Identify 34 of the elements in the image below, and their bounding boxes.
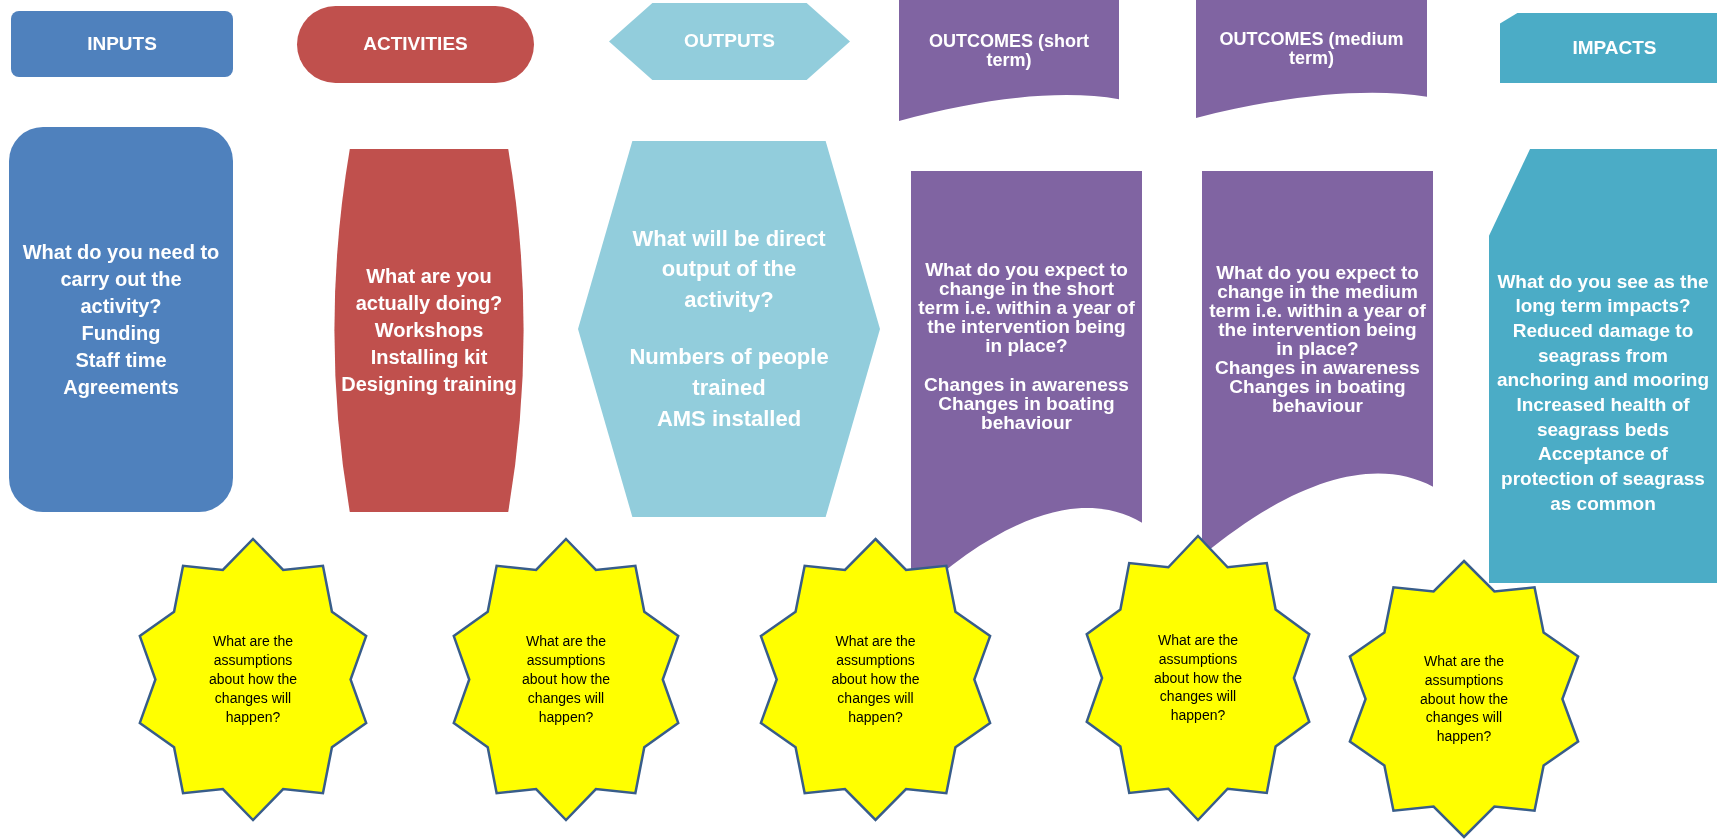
- column-heading: OUTCOMES (medium term): [1218, 30, 1405, 68]
- example-text: AMS installed: [656, 404, 802, 433]
- column-heading: INPUTS: [87, 33, 157, 55]
- example-text: Funding: [81, 320, 161, 346]
- column-heading: ACTIVITIES: [363, 34, 468, 55]
- example-text: Installing kit: [370, 345, 488, 370]
- example-text: Agreements: [63, 374, 179, 400]
- example-text: Reduced damage to seagrass from anchoring and mooring: [1495, 318, 1711, 393]
- example-text: Changes in awareness: [924, 374, 1129, 394]
- question-text: What are you actually doing?: [354, 264, 504, 316]
- example-text: Workshops: [374, 318, 484, 343]
- column-heading: OUTPUTS: [684, 31, 775, 52]
- question-text: What do you expect to change in the short term i.e. within a year of the intervention being in place?: [917, 259, 1136, 355]
- question-text: What do you see as the long term impacts?: [1496, 269, 1710, 319]
- assumption-text: What are the assumptions about how the changes will happen?: [1153, 630, 1243, 726]
- question-text: What do you expect to change in the medium term i.e. within a year of the intervention being in place?: [1208, 262, 1427, 358]
- assumption-text: What are the assumptions about how the changes will happen?: [830, 632, 921, 727]
- example-text: Increased health of seagrass beds: [1515, 393, 1691, 442]
- example-text: Designing training: [341, 372, 517, 397]
- column-heading: OUTCOMES (short term): [928, 31, 1090, 70]
- question-text: What will be direct output of the activity?: [631, 224, 827, 315]
- example-text: Changes in boating behaviour: [1229, 376, 1407, 415]
- example-text: Staff time: [75, 347, 167, 373]
- assumption-text: What are the assumptions about how the changes will happen?: [521, 632, 611, 727]
- assumption-text: What are the assumptions about how the changes will happen?: [1419, 651, 1509, 747]
- example-text: Acceptance of protection of seagrass as common: [1500, 442, 1706, 516]
- column-heading: IMPACTS: [1572, 37, 1657, 59]
- header-box: [11, 11, 233, 77]
- content-box: [9, 127, 233, 512]
- example-text: Numbers of people trained: [628, 343, 830, 402]
- question-text: What do you need to carry out the activity?: [21, 239, 221, 319]
- example-text: Changes in awareness: [1215, 357, 1420, 377]
- assumption-text: What are the assumptions about how the changes will happen?: [208, 632, 298, 727]
- example-text: Changes in boating behaviour: [938, 393, 1116, 432]
